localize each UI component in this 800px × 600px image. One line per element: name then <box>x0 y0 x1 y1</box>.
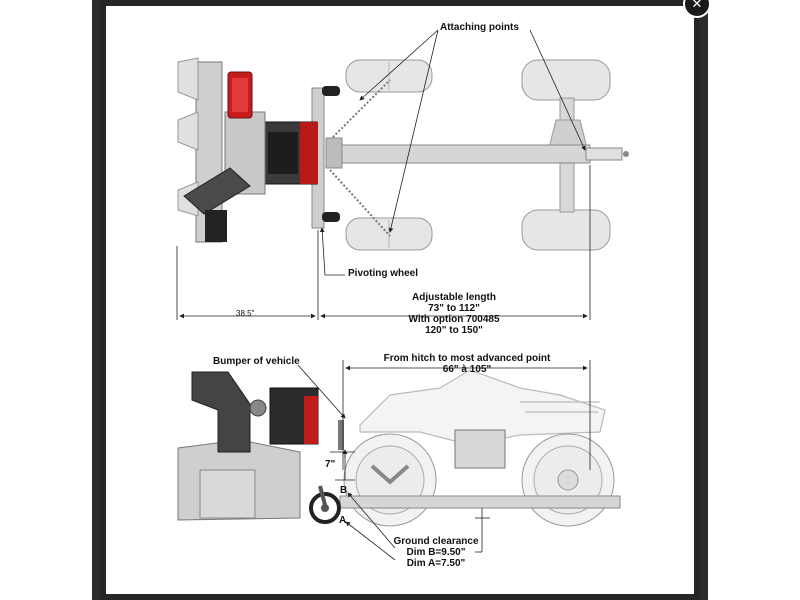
atv-front-right-tire <box>345 217 433 251</box>
engine-red-side <box>304 396 318 444</box>
atv-front-left-tire <box>345 59 433 93</box>
label-dimension-38-5: 38.5" <box>236 309 255 318</box>
label-pivoting-wheel: Pivoting wheel <box>348 268 419 279</box>
label-dimension-7: 7" <box>325 459 336 470</box>
drawbar-side <box>339 495 621 509</box>
atv-side-outline <box>359 369 606 469</box>
label-bumper-of-vehicle: Bumper of vehicle <box>213 356 300 367</box>
top-view-dimensions <box>176 29 591 320</box>
label-adjustable-option-range: 120" to 150" <box>425 325 483 336</box>
label-dim-a: Dim A=7.50" <box>406 558 466 569</box>
drawbar <box>339 144 591 164</box>
atv-rear-right-tire <box>521 209 611 251</box>
left-backdrop-strip <box>92 0 100 600</box>
label-point-b: B <box>340 485 348 496</box>
side-view-dimensions <box>297 360 591 561</box>
atv-rear-left-tire <box>521 59 611 101</box>
atv-rear-wheel <box>521 433 615 527</box>
label-adjustable-title: Adjustable length <box>412 292 496 303</box>
label-hitch-title: From hitch to most advanced point <box>383 353 551 364</box>
close-icon[interactable]: ✕ <box>683 0 711 18</box>
top-view <box>177 57 629 251</box>
label-ground-clearance: Ground clearance Dim B=9.50" Dim A=7.50" <box>386 536 486 569</box>
label-dim-b: Dim B=9.50" <box>406 547 466 558</box>
side-view <box>177 369 621 527</box>
engine-cover-red <box>300 122 318 184</box>
atv-front-wheel <box>343 433 437 527</box>
label-adjustable-option: With option 700485 <box>408 314 500 325</box>
label-hitch-range: 66" à 105" <box>442 364 492 375</box>
chute-side <box>191 371 251 453</box>
label-point-a: A <box>339 515 347 526</box>
label-ground-title: Ground clearance <box>393 536 479 547</box>
right-backdrop-strip <box>700 0 708 600</box>
label-adjustable-range: 73" to 112" <box>428 303 480 314</box>
label-attaching-points: Attaching points <box>440 22 519 33</box>
label-adjustable-length: Adjustable length 73" to 112" With optio… <box>404 292 504 336</box>
label-hitch-distance: From hitch to most advanced point 66" à … <box>377 353 557 375</box>
